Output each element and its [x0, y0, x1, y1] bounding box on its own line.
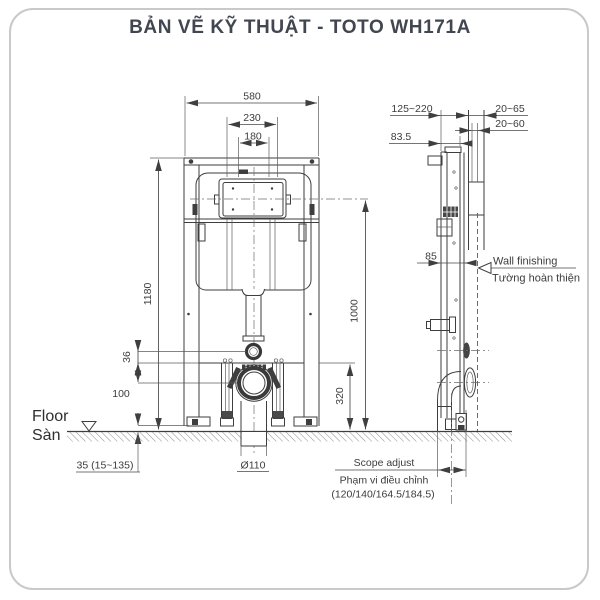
drain-elbow — [437, 371, 462, 431]
tank-clip — [192, 204, 198, 215]
wall-finishing-label-vi: Tường hoàn thiện — [492, 273, 580, 285]
floor-label-en: Floor — [32, 408, 69, 425]
dim-rail-depth: 85 — [425, 251, 437, 263]
wall-finishing-arrow-icon — [477, 261, 492, 275]
level-marker-icon — [81, 421, 97, 432]
card-border — [9, 8, 589, 590]
cistern-tank — [195, 172, 312, 291]
flush-plate — [214, 178, 291, 219]
dim-wall-range-1: 20~65 — [495, 103, 525, 115]
wall-finishing-label-en: Wall finishing — [493, 256, 557, 268]
scope-adjust-label-en: Scope adjust — [354, 457, 415, 469]
wall-bracket-arm — [436, 218, 453, 237]
dim-outlet-spacing: 100 — [112, 388, 130, 400]
dim-inlet-spacing: 36 — [121, 351, 133, 363]
inlet-connection — [244, 342, 263, 361]
scope-adjust-label-vi: Phạm vi điều chỉnh — [340, 475, 429, 487]
dim-flush-center-height: 1000 — [349, 299, 361, 323]
front-dimensions: 580 230 180 1180 36 100 — [76, 91, 369, 473]
floor-label-vi: Sàn — [32, 427, 60, 444]
scope-adjust-range: (120/140/164.5/184.5) — [331, 489, 434, 501]
dim-plate-width: 180 — [244, 131, 262, 143]
dim-drain-diameter: Ø110 — [241, 460, 266, 472]
drain-outlet — [226, 364, 282, 402]
tank-clip — [309, 204, 315, 215]
dim-frame-width: 580 — [243, 91, 261, 103]
page-title: BẢN VẼ KỸ THUẬT - TOTO WH171A — [129, 17, 471, 38]
dim-wall-depth-range: 125~220 — [391, 103, 432, 115]
frame-screw-icon — [188, 159, 194, 164]
dim-floor-adjust: 35 (15~135) — [77, 460, 134, 472]
frame-screw-icon — [309, 159, 315, 164]
dim-tank-width: 230 — [243, 112, 261, 124]
frame-foot — [186, 416, 211, 427]
wall-section — [468, 181, 485, 216]
frame-foot — [293, 416, 318, 427]
top-bracket — [427, 155, 443, 166]
dim-bracket-height: 320 — [334, 387, 346, 405]
floor-hatch — [67, 431, 512, 442]
dim-frame-height: 1180 — [142, 283, 154, 306]
dim-front-offset: 83.5 — [391, 131, 412, 143]
dim-wall-range-2: 20~60 — [495, 118, 525, 130]
side-view — [426, 110, 489, 505]
front-view — [183, 157, 368, 456]
side-dimensions: 125~220 20~65 20~60 83.5 85 Wall finishi… — [331, 103, 580, 501]
